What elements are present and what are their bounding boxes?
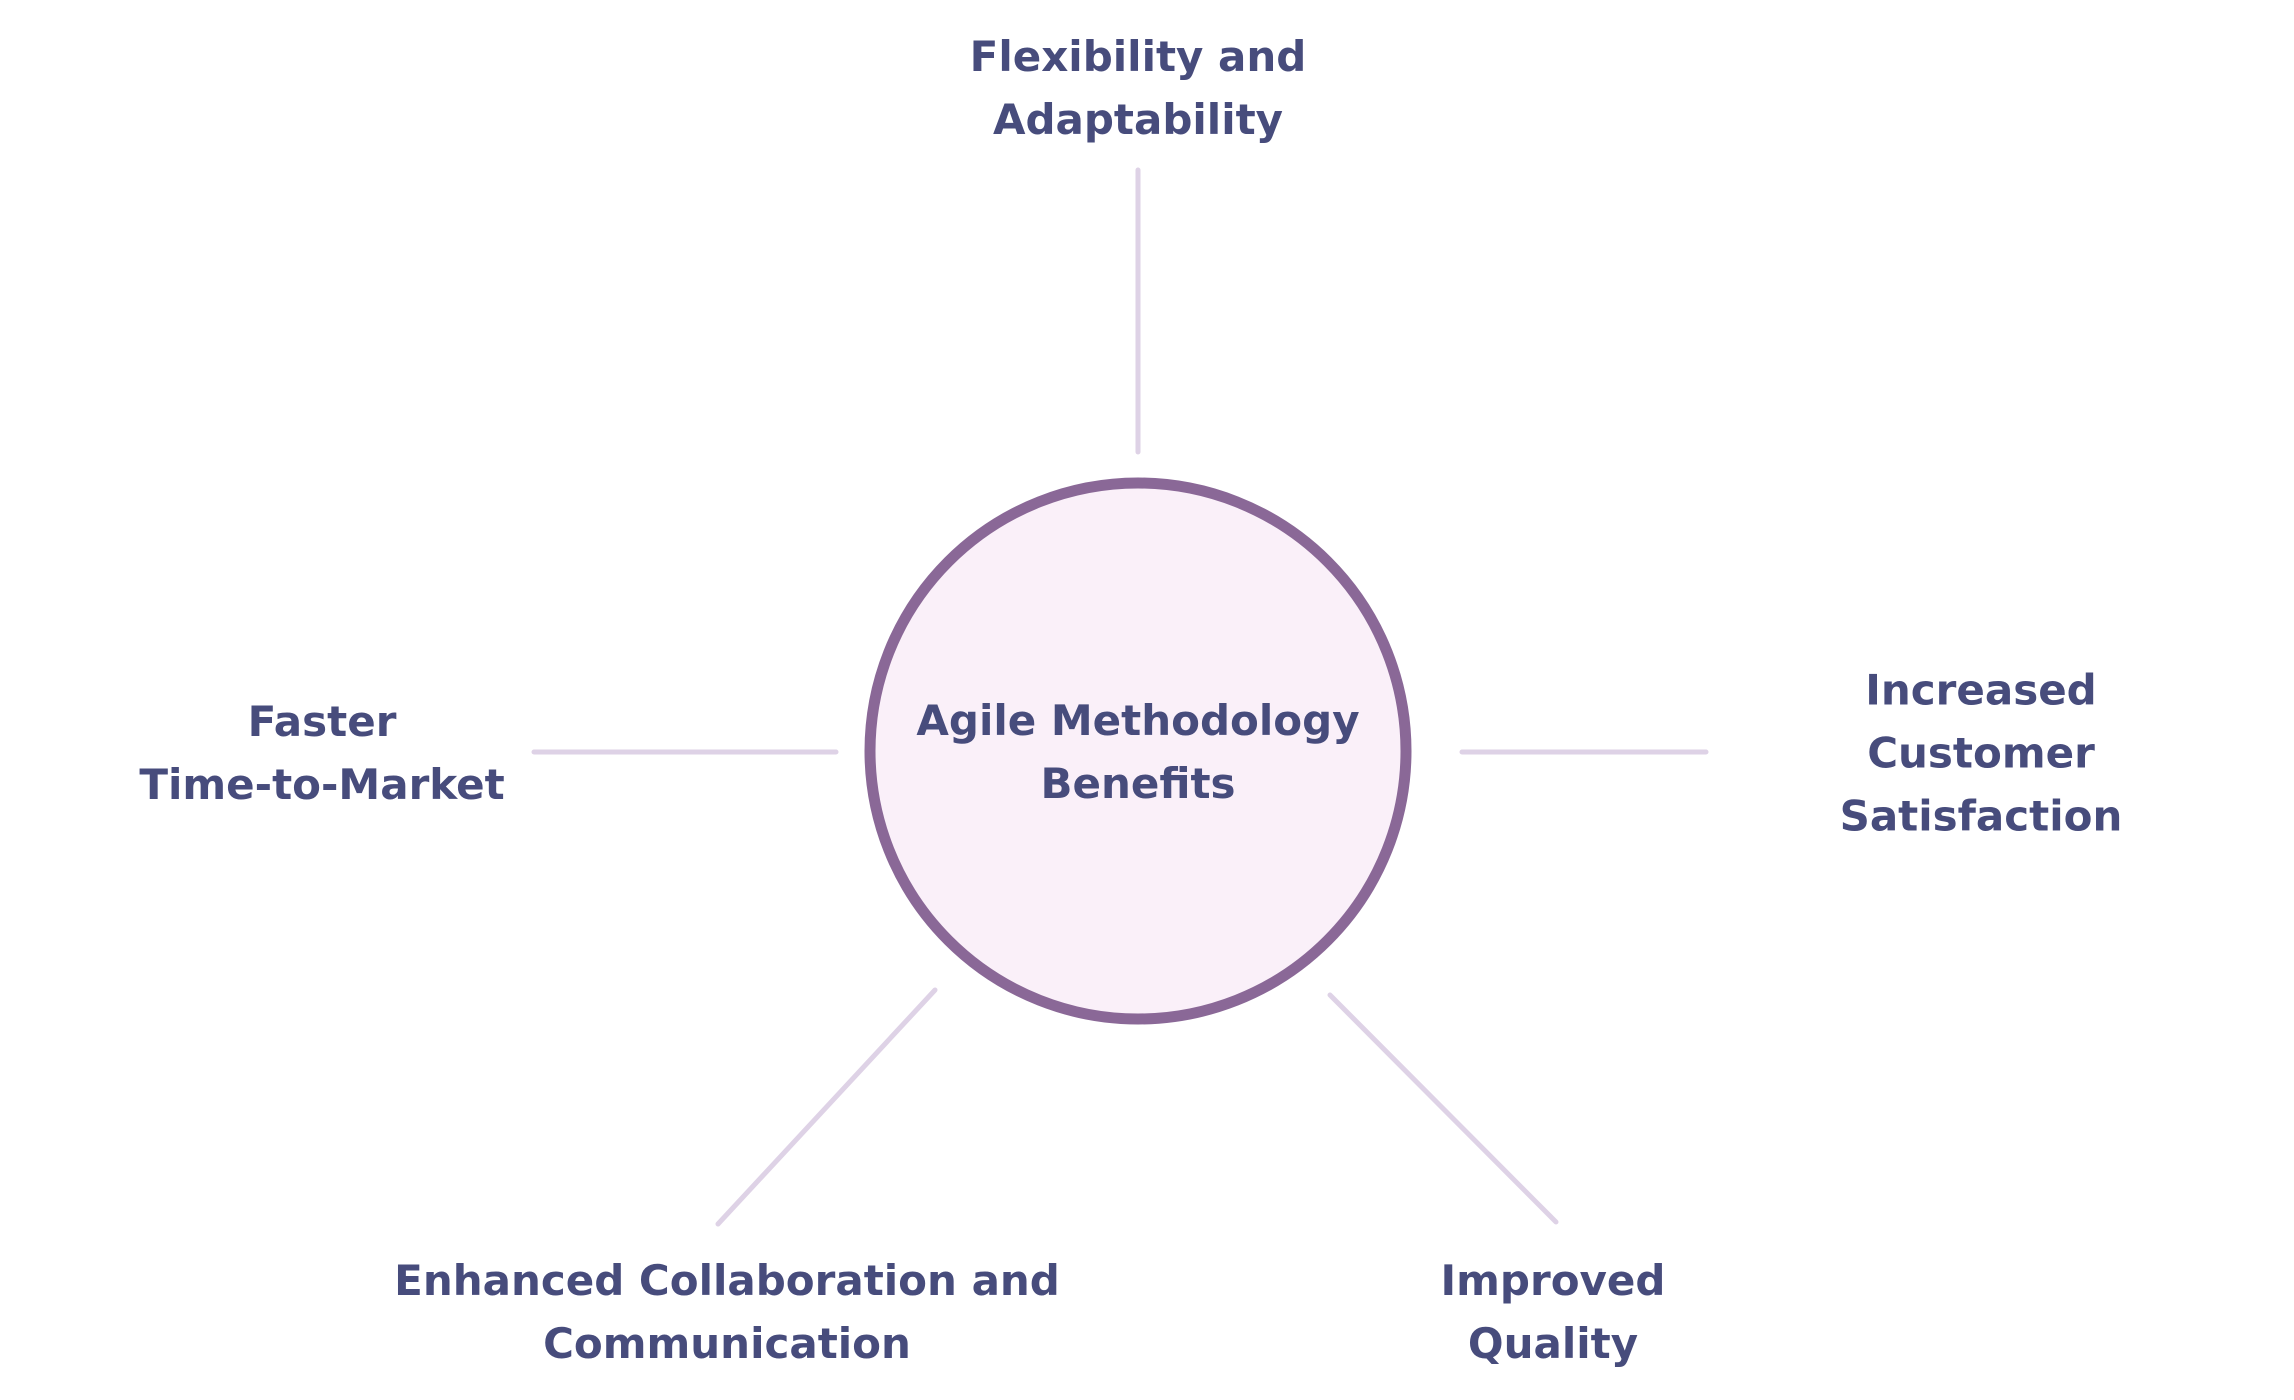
connector-line-bottom-right [1327,992,1559,1225]
node-label-flexibility-and-adaptability: Flexibility and Adaptability [969,32,1307,144]
central-node-circle [864,477,1412,1025]
node-label-increased-customer-satisfaction: Increased Customer Satisfaction [1839,665,2123,841]
central-node-label: Agile Methodology Benefits [916,696,1360,808]
node-label-faster-time-to-market: Faster Time-to-Market [139,697,505,809]
node-label-improved-quality: Improved Quality [1440,1256,1666,1368]
connector-line-bottom-left [715,987,938,1227]
node-label-enhanced-collaboration: Enhanced Collaboration and Communication [394,1256,1060,1368]
